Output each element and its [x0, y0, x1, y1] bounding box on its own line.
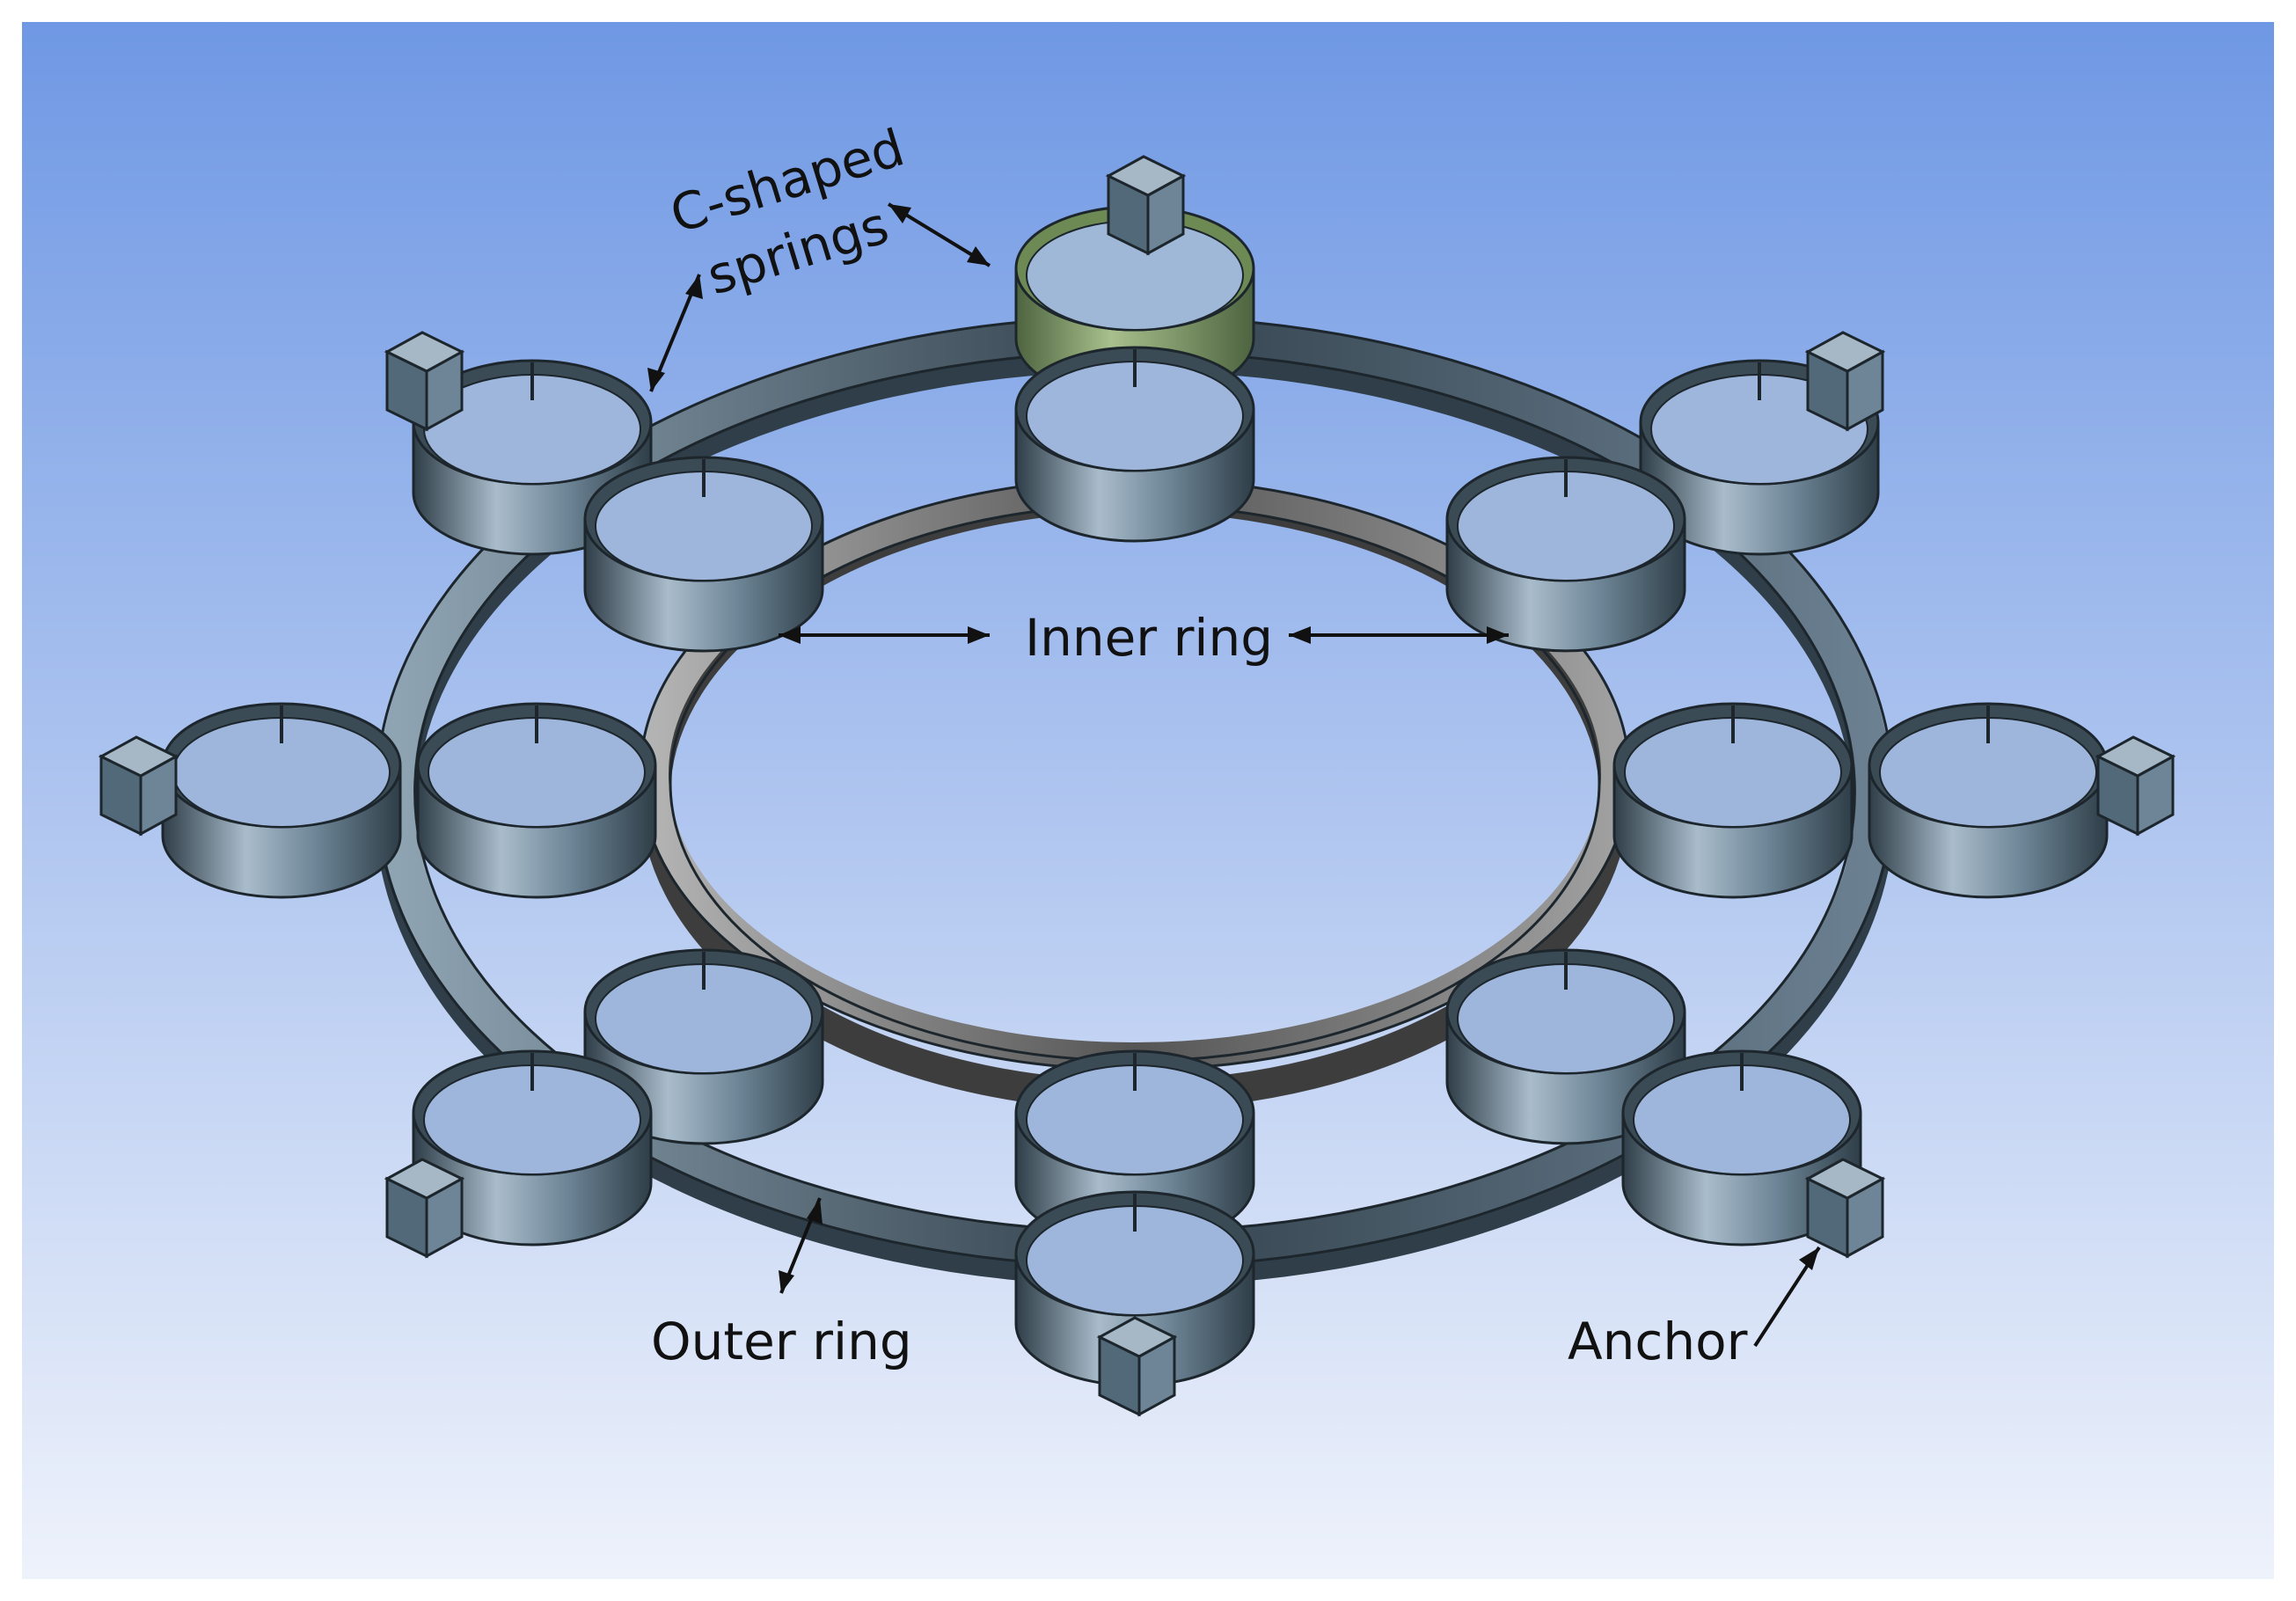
anchor-top-face — [1804, 331, 1886, 373]
spring-lower-left-outer — [412, 1049, 653, 1246]
spring-right-outer — [1868, 702, 2109, 899]
arrowhead — [807, 1198, 823, 1225]
arrowhead — [968, 626, 990, 644]
spring-right-inner — [1612, 702, 1854, 899]
arrowhead — [967, 246, 990, 266]
anchor-lower-left — [384, 1158, 465, 1259]
arrowhead — [1799, 1247, 1819, 1270]
spring-upper-left-inner — [583, 456, 824, 653]
annotation-arrows — [647, 202, 1821, 1348]
arrowhead — [647, 368, 665, 391]
spring-top-inner — [1014, 346, 1255, 543]
anchors — [98, 155, 2176, 1417]
anchor-top-face — [1096, 1316, 1178, 1358]
inner-ring-label: Inner ring — [1025, 608, 1273, 668]
anchor-bottom — [1096, 1316, 1178, 1417]
spring-upper-right-inner — [1445, 456, 1686, 653]
anchor-right — [2095, 735, 2176, 837]
spring-lower-right-outer — [1621, 1049, 1862, 1246]
spring-left-inner — [416, 702, 657, 899]
arrowhead — [779, 1270, 794, 1293]
arrowhead — [1289, 626, 1311, 644]
anchor-top — [1105, 155, 1187, 256]
arrowhead — [779, 626, 801, 644]
anchor-top-face — [384, 331, 465, 373]
anchor-upper-left — [384, 331, 465, 432]
anchor-left — [98, 735, 179, 837]
anchor-top-face — [98, 735, 179, 778]
anchor-label: Anchor — [1568, 1312, 1748, 1371]
anchor-upper-right — [1804, 331, 1886, 432]
anchor-top-face — [1804, 1158, 1886, 1200]
c-shaped-springs — [161, 205, 2109, 1387]
arrowhead — [1487, 626, 1509, 644]
anchor-top-face — [384, 1158, 465, 1200]
anchor-top-face — [1105, 155, 1187, 197]
outer-ring-label: Outer ring — [651, 1312, 912, 1371]
arrowhead — [888, 204, 911, 223]
anchor-top-face — [2095, 735, 2176, 778]
arrowhead — [685, 274, 703, 299]
spring-left-outer — [161, 702, 402, 899]
anchor-lower-right — [1804, 1158, 1886, 1259]
